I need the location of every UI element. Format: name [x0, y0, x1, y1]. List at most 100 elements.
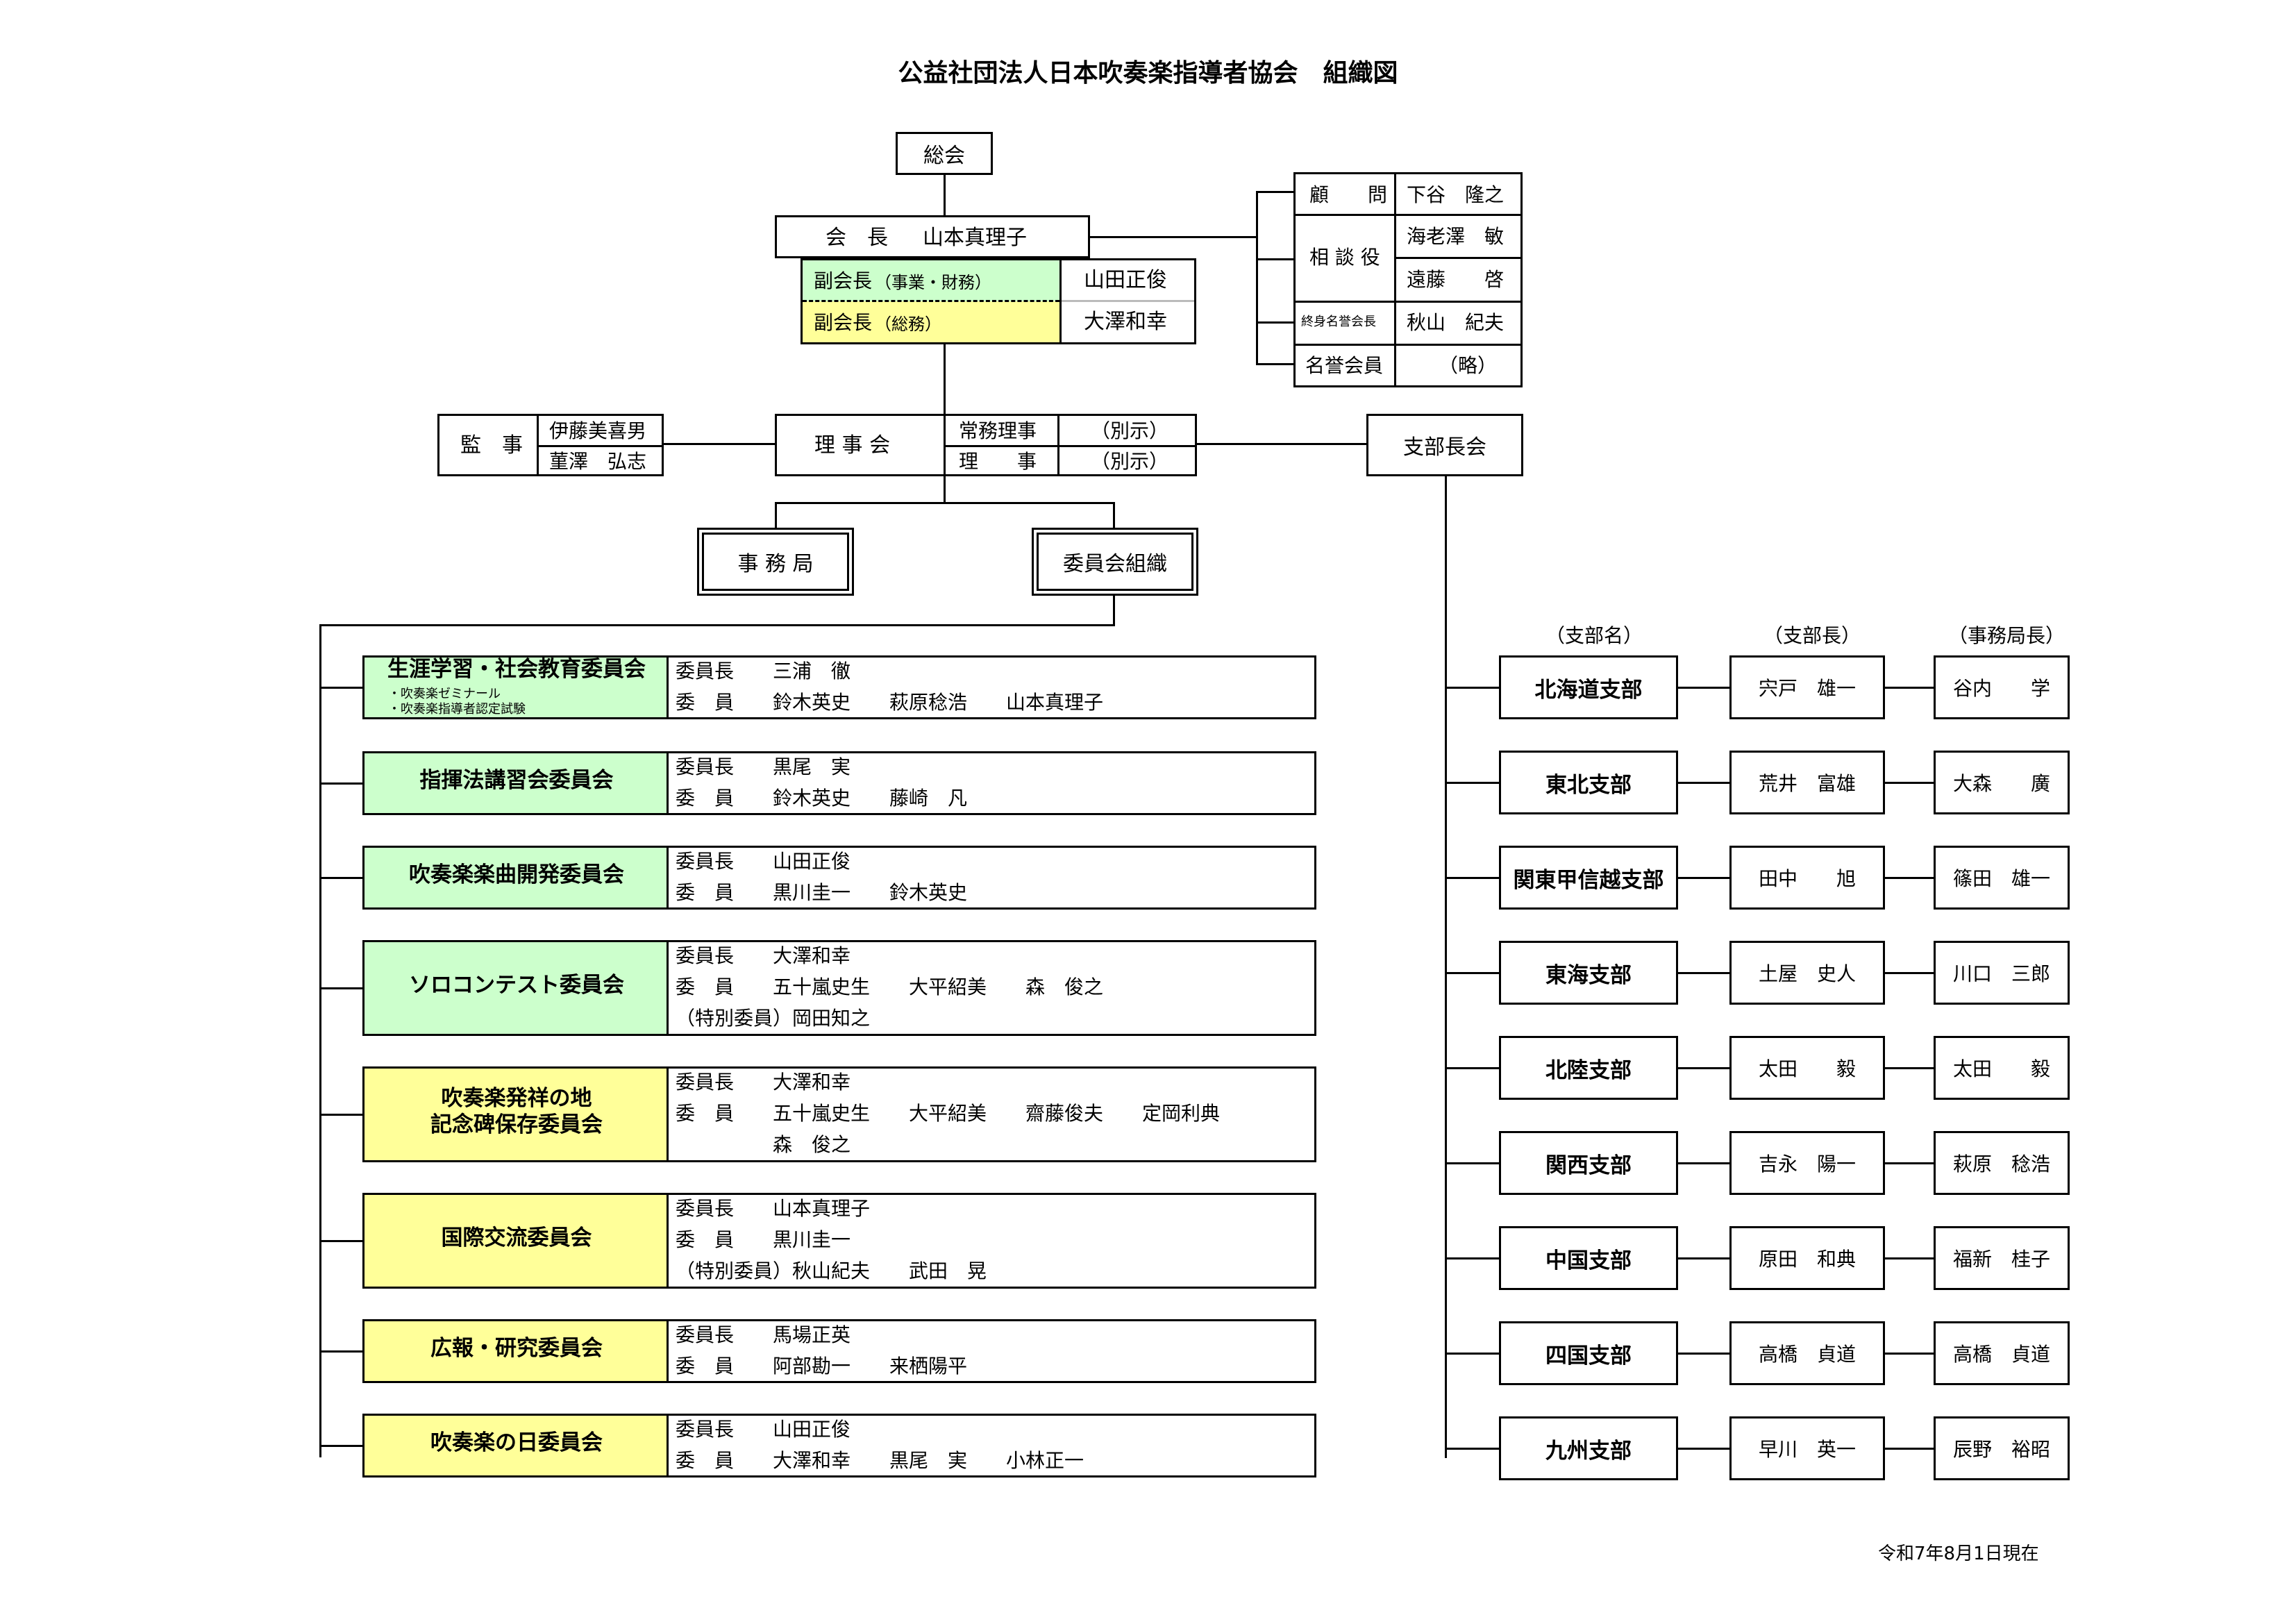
advisors-table: 顧 問 下谷 隆之 相 談 役 海老澤 敏 遠藤 啓 終身名誉会長 秋山 紀夫 …: [1293, 172, 1523, 387]
branch-name-box: 関東甲信越支部: [1499, 846, 1678, 910]
dashed-divider: [803, 300, 1059, 302]
committee-name: 生涯学習・社会教育委員会: [387, 657, 646, 682]
connector-line: [1445, 687, 1500, 689]
committee-name: 吹奏楽楽曲開発委員会: [409, 862, 624, 887]
committee-row: 指揮法講習会委員会委員長 黒尾 実委 員 鈴木英史 藤崎 凡: [362, 751, 1316, 815]
committee-row: 生涯学習・社会教育委員会・吹奏楽ゼミナール・吹奏楽指導者認定試験委員長 三浦 徹…: [362, 655, 1316, 719]
connector-line: [1678, 1448, 1731, 1450]
branch-name-box: 東北支部: [1499, 751, 1678, 814]
auditor-name: 伊藤美喜男: [549, 419, 647, 442]
committee-member-line: 委員長 山田正俊: [676, 850, 851, 873]
connector-line: [944, 476, 946, 504]
connector-line: [319, 1240, 362, 1242]
advisor-name: 下谷 隆之: [1407, 183, 1505, 206]
dashed-divider: [1062, 300, 1194, 302]
cell-divider: [946, 445, 1195, 447]
cell-divider: [1296, 344, 1520, 346]
branch-name-box: 九州支部: [1499, 1416, 1678, 1480]
committee-name: 吹奏楽発祥の地: [441, 1086, 592, 1111]
advisor-role: 顧 問: [1309, 183, 1388, 206]
board-role: 理 事: [959, 450, 1037, 473]
connector-line: [1678, 1162, 1731, 1164]
advisor-name: 海老澤 敏: [1407, 225, 1505, 248]
connector-line: [319, 687, 362, 689]
committee-member-line: 委員長 山本真理子: [676, 1197, 871, 1220]
vice-president-role-cell: [803, 260, 1059, 301]
auditor-name: 菫澤 弘志: [549, 450, 647, 473]
committee-row: ソロコンテスト委員会委員長 大澤和幸委 員 五十嵐史生 大平紹美 森 俊之（特別…: [362, 940, 1316, 1036]
vice-president-role: 副会長: [814, 311, 873, 334]
branch-header: （事務局長）: [1948, 624, 2065, 647]
committee-org-box: 委員会組織: [1032, 528, 1198, 596]
branch-name-box: 東海支部: [1499, 941, 1678, 1005]
committee-member-line: 委 員 五十嵐史生 大平紹美 森 俊之: [676, 976, 1104, 998]
connector-line: [1885, 1257, 1935, 1259]
connector-line: [1885, 972, 1935, 974]
vice-president-note: （事業・財務）: [875, 273, 991, 292]
connector-line: [1678, 877, 1731, 879]
branch-secretary-box: 川口 三郎: [1934, 941, 2070, 1005]
advisor-role: 相 談 役: [1309, 246, 1380, 269]
page-title: 公益社団法人日本吹奏楽指導者協会 組織図: [898, 59, 1398, 87]
vice-president-table: 副会長 （事業・財務） 山田正俊 副会長 （総務） 大澤和幸: [801, 258, 1196, 344]
connector-line: [775, 502, 1115, 504]
connector-line: [319, 987, 362, 989]
vice-president-note: （総務）: [875, 315, 941, 334]
president-box: 会 長 山本真理子: [775, 215, 1090, 258]
branch-head-box: 土屋 史人: [1729, 941, 1885, 1005]
board-role: 常務理事: [959, 419, 1037, 442]
connector-line: [319, 1445, 362, 1447]
committee-member-line: 委員長 大澤和幸: [676, 944, 851, 967]
board-value: （別示）: [1091, 419, 1169, 442]
connector-line: [1885, 687, 1935, 689]
committee-member-line: 委 員 阿部勘一 来栖陽平: [676, 1355, 968, 1378]
vice-president-role: 副会長: [814, 269, 873, 292]
connector-line: [1445, 972, 1500, 974]
committee-name: 指揮法講習会委員会: [419, 768, 614, 793]
committee-name: 吹奏楽の日委員会: [430, 1430, 603, 1455]
cell-divider: [537, 416, 539, 474]
branch-secretary-box: 高橋 貞道: [1934, 1321, 2070, 1385]
connector-line: [1885, 1162, 1935, 1164]
branch-secretary-box: 辰野 裕昭: [1934, 1416, 2070, 1480]
committee-member-line: 委員長 三浦 徹: [676, 660, 851, 683]
committee-row: 広報・研究委員会委員長 馬場正英委 員 阿部勘一 来栖陽平: [362, 1319, 1316, 1383]
board-value: （別示）: [1091, 450, 1169, 473]
connector-line: [1445, 476, 1447, 1458]
advisor-name: 遠藤 啓: [1407, 268, 1505, 291]
connector-line: [944, 175, 946, 217]
branch-head-box: 吉永 陽一: [1729, 1131, 1885, 1195]
committee-row: 吹奏楽発祥の地記念碑保存委員会委員長 大澤和幸委 員 五十嵐史生 大平紹美 齋藤…: [362, 1066, 1316, 1162]
connector-line: [319, 1350, 362, 1353]
connector-line: [1113, 502, 1115, 530]
cell-divider: [944, 416, 946, 474]
advisor-role: 終身名誉会長: [1301, 315, 1376, 329]
branch-name-box: 中国支部: [1499, 1226, 1678, 1290]
branch-head-box: 太田 毅: [1729, 1036, 1885, 1100]
connector-line: [1197, 443, 1368, 445]
connector-line: [319, 624, 1115, 626]
connector-line: [664, 443, 775, 445]
committee-member-line: 委 員 黒川圭一 鈴木英史: [676, 881, 968, 904]
connector-line: [1445, 877, 1500, 879]
committee-name: 国際交流委員会: [441, 1225, 592, 1250]
cell-divider: [1296, 301, 1520, 303]
connector-line: [1090, 236, 1257, 238]
connector-line: [319, 782, 362, 785]
committee-row: 吹奏楽楽曲開発委員会 委員長 山田正俊委 員 黒川圭一 鈴木英史: [362, 846, 1316, 910]
connector-line: [319, 877, 362, 879]
connector-line: [1445, 1448, 1500, 1450]
advisor-role: 名誉会員: [1305, 354, 1384, 377]
connector-line: [1445, 1257, 1500, 1259]
committee-member-line: 委員長 大澤和幸: [676, 1071, 851, 1094]
connector-line: [1678, 782, 1731, 784]
connector-line: [1885, 877, 1935, 879]
branch-name-box: 北海道支部: [1499, 655, 1678, 719]
committee-subitem: ・吹奏楽指導者認定試験: [388, 702, 526, 717]
cell-divider: [1059, 260, 1062, 342]
cell-divider: [539, 445, 662, 447]
connector-line: [1678, 1353, 1731, 1355]
committee-name-cell: 吹奏楽の日委員会: [364, 1416, 669, 1475]
branch-head-box: 田中 旭: [1729, 846, 1885, 910]
committee-member-line: 委 員 黒川圭一: [676, 1228, 851, 1251]
